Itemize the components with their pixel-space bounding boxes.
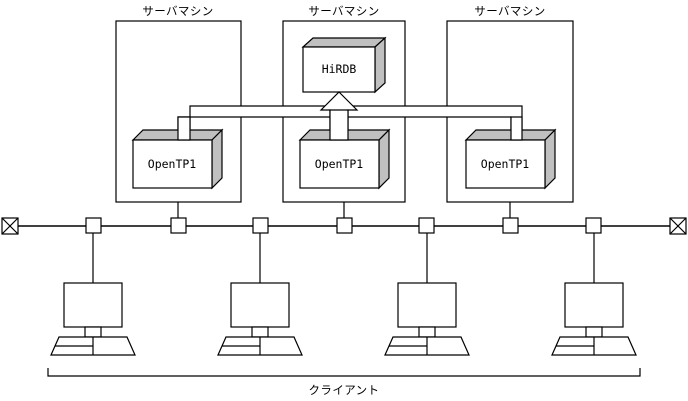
bus-tap-icon: [418, 217, 435, 234]
hirdb-box-side-face: [374, 36, 386, 94]
bus-tap-icon: [252, 217, 269, 234]
opentp1-node-center: OpenTP1: [298, 128, 391, 190]
client-group-label: クライアント: [309, 383, 380, 397]
monitor-screen-icon: [63, 282, 123, 328]
terminator-x-stroke-b: [1, 217, 19, 235]
client-workstation-4: [551, 282, 637, 356]
opentp1-center-front-face: [299, 139, 380, 189]
opentp1-right-drop-stub: [510, 116, 523, 141]
server-machine-label-left: サーバマシン: [142, 4, 213, 18]
opentp1-left-label: OpenTP1: [148, 157, 197, 171]
monitor-stand-icon: [251, 326, 269, 338]
bus-tap-icon: [170, 217, 187, 234]
server-machine-label-right: サーバマシン: [474, 4, 545, 18]
bus-terminator-right: [669, 217, 687, 235]
monitor-stand-icon: [585, 326, 603, 338]
client-workstation-2: [217, 282, 303, 356]
hirdb-label: HiRDB: [322, 62, 357, 76]
opentp1-center-label: OpenTP1: [315, 157, 364, 171]
monitor-stand-icon: [418, 326, 436, 338]
monitor-screen-icon: [230, 282, 290, 328]
opentp1-left-front-face: [132, 139, 213, 189]
opentp1-right-front-face: [465, 139, 546, 189]
hirdb-box-top-face: [301, 37, 387, 48]
opentp1-right-label: OpenTP1: [481, 157, 530, 171]
terminator-x-stroke-b: [669, 217, 687, 235]
server-machine-label-center: サーバマシン: [308, 4, 379, 18]
bus-tap-icon: [85, 217, 102, 234]
bus-terminator-left: [1, 217, 19, 235]
bus-tap-icon: [585, 217, 602, 234]
monitor-screen-icon: [564, 282, 624, 328]
hirdb-box-front-face: [302, 46, 376, 93]
monitor-stand-icon: [84, 326, 102, 338]
client-group-bracket: [47, 368, 641, 377]
monitor-screen-icon: [397, 282, 457, 328]
client-workstation-1: [50, 282, 136, 356]
hirdb-arrow-shaft: [329, 109, 349, 141]
opentp1-left-side-face: [211, 128, 223, 190]
bus-tap-icon: [502, 217, 519, 234]
opentp1-right-side-face: [544, 128, 556, 190]
client-workstation-3: [384, 282, 470, 356]
opentp1-left-drop-stub: [177, 116, 191, 141]
bus-tap-icon: [336, 217, 353, 234]
opentp1-center-side-face: [378, 128, 390, 190]
